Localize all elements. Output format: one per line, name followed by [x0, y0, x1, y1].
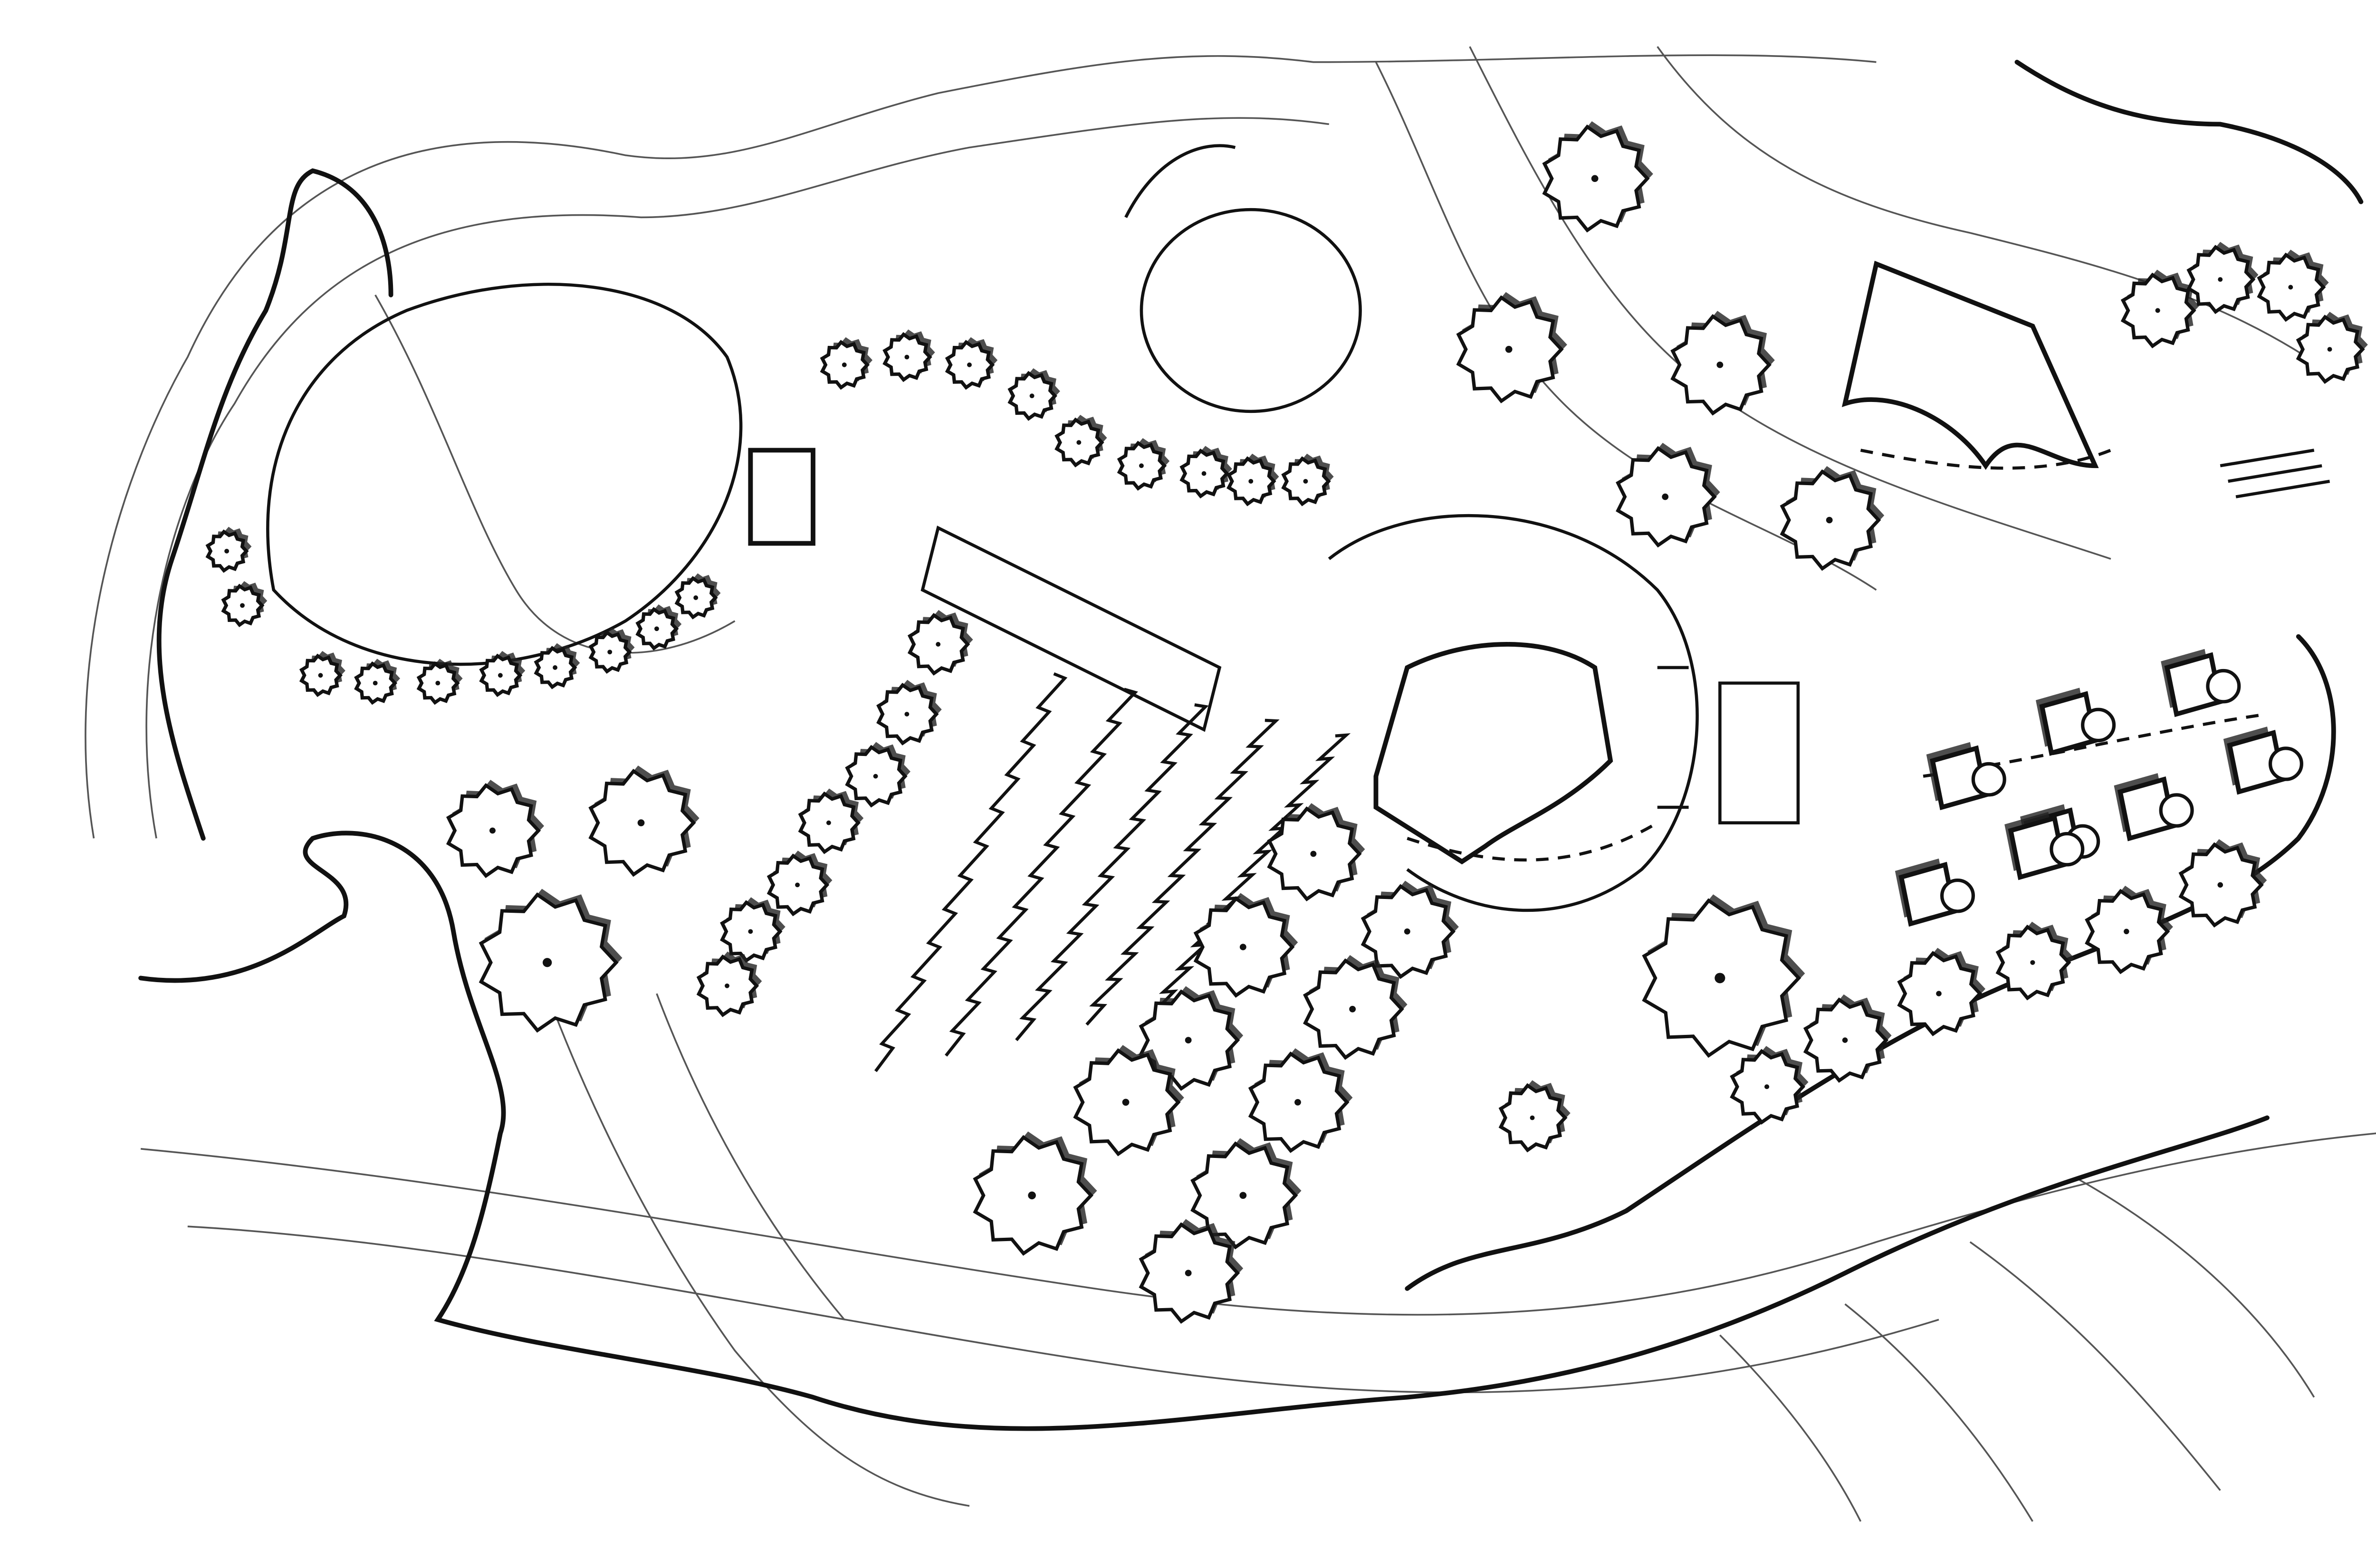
- tree-icon: [1542, 121, 1653, 233]
- tree-icon: [479, 889, 623, 1033]
- tree-icon: [588, 627, 635, 674]
- tree-icon: [2186, 242, 2259, 314]
- cabin-icon: [2114, 773, 2194, 841]
- vine-row-icon: [1085, 718, 1280, 1026]
- tree-icon: [1303, 955, 1408, 1060]
- tree-icon: [1139, 1219, 1244, 1324]
- tree-icon: [1007, 368, 1060, 421]
- tree-icon: [354, 659, 400, 705]
- cabin-icon: [2036, 688, 2116, 756]
- contour-line: [546, 993, 970, 1507]
- cabin-icon: [1895, 858, 1975, 927]
- tree-icon: [2120, 269, 2200, 349]
- cabin-icon: [2004, 812, 2085, 880]
- contour-line: [1719, 1179, 2315, 1522]
- terrace-steps: [1657, 449, 2330, 809]
- cabin-icon: [2161, 649, 2241, 717]
- cabins: [1895, 649, 2303, 927]
- tree-icon: [674, 573, 721, 620]
- tree-icon: [416, 659, 463, 705]
- vineyard-frame: [920, 526, 1222, 732]
- vineyard-rows: [874, 672, 1351, 1072]
- contour-line: [187, 1225, 1939, 1394]
- contour-line: [1375, 61, 1877, 591]
- vine-row-icon: [874, 672, 1068, 1072]
- tree-icon: [1730, 1046, 1809, 1125]
- tree-icon: [798, 788, 864, 854]
- vine-row-icon: [1156, 733, 1351, 1011]
- tree-icon: [2257, 249, 2329, 322]
- tree-icon: [446, 780, 545, 878]
- contour-line: [374, 294, 736, 654]
- tree-icon: [845, 742, 910, 808]
- tree-icon: [1073, 1045, 1184, 1157]
- tree-icon: [1616, 442, 1720, 548]
- tree-icon: [1226, 453, 1279, 507]
- tree-icon: [635, 604, 682, 650]
- tree-icon: [973, 1131, 1097, 1256]
- tree-icon: [1642, 894, 1805, 1058]
- tree-icon: [1670, 311, 1775, 416]
- tree-icon: [1995, 921, 2074, 1001]
- tree-icon: [1248, 1048, 1353, 1153]
- tree-icon: [534, 643, 580, 689]
- tree-icon: [907, 610, 973, 676]
- tree-icon: [1456, 292, 1567, 403]
- courtyard: [1718, 681, 1800, 824]
- contour-line: [1469, 46, 2111, 560]
- garden-arc: [1124, 144, 1236, 218]
- circular-garden: [1140, 208, 1362, 413]
- lodge-building: [1841, 260, 2099, 470]
- tree-icon: [479, 650, 526, 697]
- tree-icon: [945, 337, 998, 390]
- tree-icon: [299, 650, 345, 697]
- central-building: [1373, 642, 1613, 865]
- tree-icon: [1803, 994, 1892, 1083]
- cabin-icon: [2223, 727, 2303, 795]
- trees: [205, 121, 2368, 1324]
- tree-icon: [1897, 947, 1986, 1036]
- tree-icon: [1267, 803, 1365, 901]
- tree-icon: [2085, 886, 2173, 975]
- tree-icon: [1281, 453, 1334, 507]
- tree-icon: [1498, 1080, 1571, 1153]
- tree-icon: [1117, 438, 1170, 491]
- amphitheater-ring: [1328, 514, 1699, 912]
- vine-row-icon: [1015, 703, 1209, 1042]
- tree-icon: [1780, 466, 1885, 571]
- gazebo: [748, 448, 815, 546]
- tree-icon: [1179, 446, 1232, 499]
- tree-icon: [1360, 880, 1459, 979]
- tree-icon: [876, 679, 942, 746]
- tree-icon: [1190, 1138, 1302, 1250]
- contour-line: [85, 54, 1877, 839]
- tree-icon: [205, 526, 252, 573]
- tree-icon: [820, 337, 872, 390]
- tree-icon: [720, 897, 786, 963]
- cabin-icon: [1926, 742, 2006, 811]
- tree-icon: [221, 581, 268, 627]
- site-boundary: [138, 831, 2270, 1431]
- vine-row-icon: [945, 688, 1138, 1057]
- tree-icon: [588, 765, 699, 877]
- cliff-edge: [156, 168, 393, 841]
- contour-line: [145, 117, 1330, 839]
- tree-icon: [1054, 415, 1107, 468]
- tree-icon: [1139, 986, 1244, 1091]
- tree-icon: [2296, 312, 2368, 384]
- tree-icon: [1193, 893, 1298, 998]
- tree-icon: [2178, 839, 2267, 928]
- tree-icon: [882, 329, 935, 382]
- contour-line: [140, 1132, 2376, 1316]
- north-edge: [2014, 59, 2364, 204]
- tree-icon: [696, 951, 762, 1017]
- tree-icon: [766, 851, 833, 917]
